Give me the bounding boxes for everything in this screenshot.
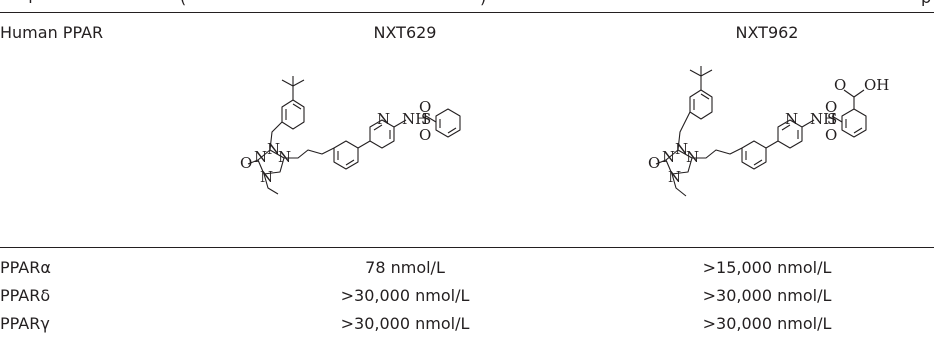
nxt629-atom-n-top: N	[267, 140, 280, 158]
nxt629-atom-o-carbonyl: O	[240, 154, 252, 172]
nxt629-structure: N NH S O O N N N O N	[240, 76, 461, 195]
nxt629-atom-n-ring: N	[278, 148, 291, 166]
nxt962-atom-n-ring: N	[686, 148, 699, 166]
row-nxt962-value: >15,000 nmol/L	[702, 258, 832, 277]
nxt629-atom-s: S	[421, 110, 431, 128]
header-nxt629: NXT629	[373, 23, 437, 42]
nxt629-atom-nh: NH	[402, 110, 428, 128]
table-caption-clipped: f ( ) p	[0, 0, 934, 6]
nxt962-structure: N NH S O O O OH N N N O N	[648, 66, 889, 197]
caption-fragment-right: )	[480, 0, 486, 6]
nxt629-atom-n-bottom: N	[260, 168, 273, 186]
caption-fragment-left: f	[28, 0, 34, 6]
caption-fragment-end: p	[921, 0, 931, 6]
nxt962-atom-n-left: N	[662, 148, 675, 166]
nxt962-atom-o-carbonyl: O	[648, 154, 660, 172]
nxt962-atom-n-top: N	[675, 140, 688, 158]
row-nxt629-value: >30,000 nmol/L	[340, 286, 470, 305]
row-receptor: PPARδ	[0, 286, 51, 305]
header-nxt962: NXT962	[735, 23, 799, 42]
table-mid-rule	[0, 247, 934, 248]
nxt962-atom-acid-oh: OH	[864, 76, 889, 94]
row-nxt629-value: >30,000 nmol/L	[340, 314, 470, 333]
nxt629-atom-o-bottom: O	[419, 126, 431, 144]
nxt962-atom-n-pyridine: N	[785, 110, 798, 128]
nxt629-atom-n-left: N	[254, 148, 267, 166]
nxt962-atom-o-bottom: O	[825, 126, 837, 144]
table-top-rule	[0, 12, 934, 13]
row-receptor: PPARγ	[0, 314, 50, 333]
nxt962-atom-n-bottom: N	[668, 168, 681, 186]
nxt962-atom-o-top: O	[825, 98, 837, 116]
row-nxt962-value: >30,000 nmol/L	[702, 314, 832, 333]
row-nxt962-value: >30,000 nmol/L	[702, 286, 832, 305]
nxt962-atom-nh: NH	[810, 110, 836, 128]
nxt629-atom-o-top: O	[419, 98, 431, 116]
nxt962-atom-acid-o: O	[834, 76, 846, 94]
row-receptor: PPARα	[0, 258, 51, 277]
header-human-ppar: Human PPAR	[0, 23, 104, 42]
nxt629-atom-n-pyridine: N	[377, 110, 390, 128]
row-nxt629-value: 78 nmol/L	[365, 258, 445, 277]
nxt962-atom-s: S	[827, 110, 837, 128]
caption-fragment-middle: (	[180, 0, 186, 6]
